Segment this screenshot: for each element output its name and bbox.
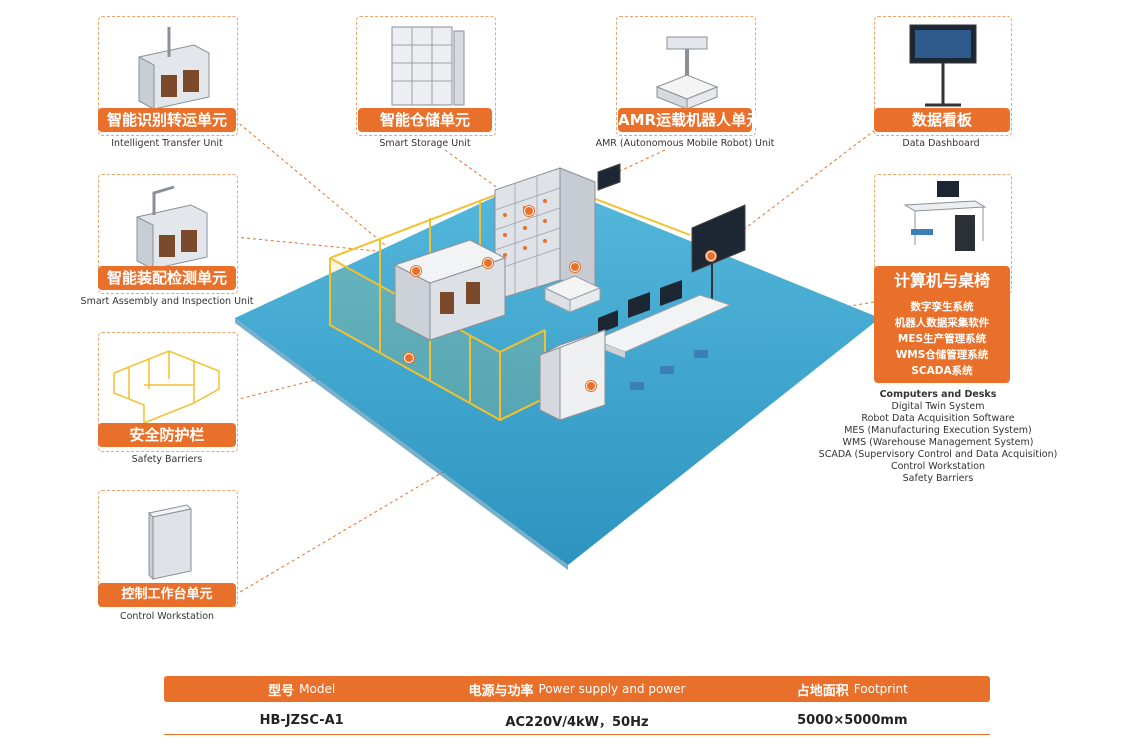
callout-dot-storage [524, 206, 534, 216]
label-transfer-unit-cn: 智能识别转运单元 [98, 108, 236, 132]
software-list-cn: 数字孪生系统 机器人数据采集软件 MES生产管理系统 WMS仓储管理系统 SCA… [874, 295, 1010, 383]
callout-dot-dashboard [706, 251, 716, 261]
software-item-en: Robot Data Acquisition Software [861, 413, 1015, 424]
control-workstation-image [147, 504, 193, 581]
label-safety-barriers-cn: 安全防护栏 [98, 423, 236, 447]
spec-value-power: AC220V/4kW，50Hz [505, 714, 649, 730]
software-item-en: Safety Barriers [902, 473, 974, 484]
software-list-en-title: Computers and Desks [879, 389, 997, 400]
callout-dot-barriers [404, 353, 414, 363]
storage-unit-image [391, 26, 465, 106]
software-item: 机器人数据采集软件 [894, 317, 990, 329]
label-dashboard-en: Data Dashboard [902, 138, 980, 149]
software-item-en: SCADA (Supervisory Control and Data Acqu… [818, 449, 1058, 460]
dashboard-image [909, 24, 977, 107]
software-item: 数字孪生系统 [910, 301, 974, 313]
callout-dot-assembly [483, 258, 493, 268]
label-amr-unit-cn: AMR运载机器人单元 [618, 108, 761, 132]
safety-fence [329, 176, 691, 422]
callout-dot-transfer [411, 266, 421, 276]
label-storage-unit-en: Smart Storage Unit [379, 138, 471, 149]
safety-barriers-image [113, 350, 220, 425]
software-item-en: WMS (Warehouse Management System) [842, 437, 1034, 448]
label-control-workstation-en: Control Workstation [119, 611, 215, 622]
software-item: WMS仓储管理系统 [895, 349, 989, 361]
label-storage-unit-cn: 智能仓储单元 [358, 108, 492, 132]
assembly-unit-image [136, 185, 208, 270]
software-item: MES生产管理系统 [897, 333, 987, 345]
label-assembly-unit-en: Smart Assembly and Inspection Unit [80, 296, 254, 307]
amr-unit-image [655, 36, 719, 110]
callout-dot-amr [570, 262, 580, 272]
computers-desks-image [903, 181, 987, 251]
spec-value-model: HB-JZSC-A1 [259, 712, 344, 728]
label-control-workstation-cn: 控制工作台单元 [98, 583, 236, 607]
software-item-en: MES (Manufacturing Execution System) [844, 425, 1032, 436]
assembly-line-machine [393, 239, 507, 341]
amr-robot [543, 275, 602, 313]
computer-desks [593, 280, 732, 390]
control-cabinet [539, 329, 606, 421]
label-assembly-unit-cn: 智能装配检测单元 [98, 266, 236, 290]
software-list-en: Computers and Desks Digital Twin System … [818, 389, 1058, 485]
label-transfer-unit-en: Intelligent Transfer Unit [111, 138, 223, 149]
callout-dot-workstation [586, 381, 596, 391]
label-dashboard-cn: 数据看板 [874, 108, 1010, 132]
label-computers-desks-cn: 计算机与桌椅 [874, 266, 1010, 295]
software-item-en: Digital Twin System [891, 401, 985, 412]
label-amr-unit-en: AMR (Autonomous Mobile Robot) Unit [595, 138, 775, 149]
dashboard-screen [597, 163, 746, 300]
label-safety-barriers-en: Safety Barriers [131, 454, 203, 465]
software-item-en: Control Workstation [890, 461, 986, 472]
spec-table-values: HB-JZSC-A1 AC220V/4kW，50Hz 5000×5000mm [164, 706, 990, 735]
software-item: SCADA系统 [911, 365, 973, 377]
transfer-unit-image [138, 27, 210, 110]
spec-value-footprint: 5000×5000mm [797, 712, 908, 728]
